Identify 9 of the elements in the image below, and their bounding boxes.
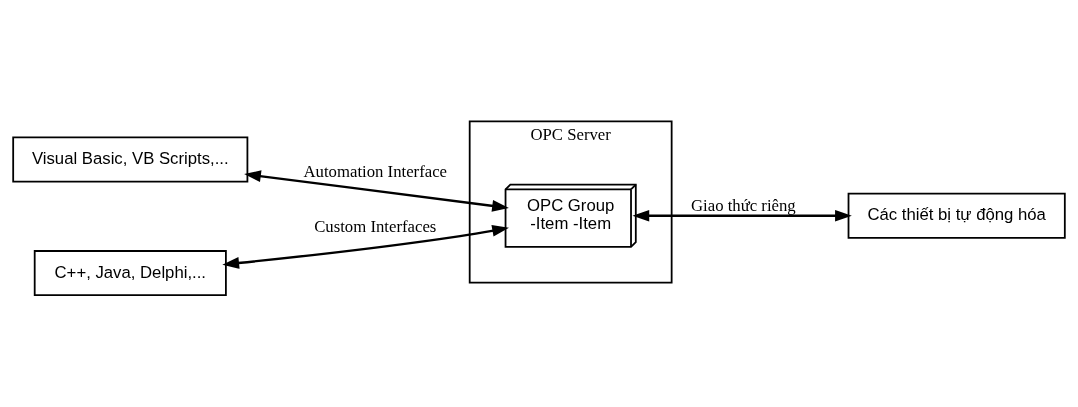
arrow (632, 209, 852, 222)
edge-label: Giao thức riêng (691, 196, 796, 216)
edge-label: Custom Interfaces (314, 216, 437, 236)
edge-label: Automation Interface (303, 161, 448, 181)
node-box: Visual Basic, VB Scripts,... (12, 136, 249, 183)
node-box: Các thiết bị tự động hóa (847, 192, 1066, 239)
arrow (222, 225, 509, 269)
arrow (244, 170, 509, 212)
node-box: C++, Java, Delphi,... (33, 250, 227, 297)
